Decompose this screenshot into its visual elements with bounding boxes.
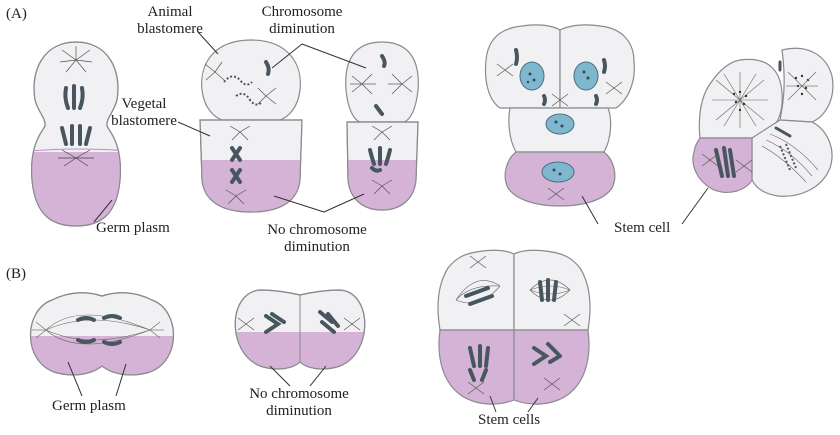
label-vegetal-blastomere: Vegetal blastomere <box>104 96 184 130</box>
label-line: diminution <box>266 403 332 419</box>
leader-lines <box>67 31 709 413</box>
label-line: diminution <box>269 21 335 37</box>
chromosomes <box>60 84 92 146</box>
label-line: No chromosome <box>249 386 349 402</box>
embryo-a3 <box>345 41 419 211</box>
label-line: Chromosome <box>261 4 343 20</box>
label-line: blastomere <box>111 113 177 129</box>
embryo-b2 <box>234 289 366 370</box>
panel-label-b: (B) <box>6 266 26 282</box>
label-line: Vegetal <box>121 96 167 112</box>
label-no-chromosome-diminution-a: No chromosome diminution <box>262 222 372 256</box>
label-line: No chromosome <box>267 222 367 238</box>
embryo-a2 <box>199 39 303 213</box>
embryo-b3 <box>437 249 591 405</box>
label-germ-plasm-a: Germ plasm <box>96 220 170 236</box>
label-line: blastomere <box>137 21 203 37</box>
aster-bottom <box>58 149 94 167</box>
embryo-b1 <box>30 292 174 376</box>
label-line: Animal <box>147 4 193 20</box>
germ-plasm-region <box>31 152 121 226</box>
nucleus <box>519 61 599 183</box>
label-stem-cells: Stem cells <box>478 412 541 428</box>
label-stem-cell: Stem cell <box>614 220 671 236</box>
spindle <box>761 133 819 183</box>
label-animal-blastomere: Animal blastomere <box>130 4 210 38</box>
embryo-a5 <box>692 47 834 197</box>
label-no-chromosome-diminution-b: No chromosome diminution <box>244 386 354 420</box>
aster-top <box>59 46 93 73</box>
label-germ-plasm-b: Germ plasm <box>52 398 126 414</box>
label-line: diminution <box>284 239 350 255</box>
panel-label-a: (A) <box>6 6 27 22</box>
embryo-a1 <box>30 41 122 227</box>
germ-plasm-region <box>200 160 302 212</box>
label-chromosome-diminution: Chromosome diminution <box>252 4 352 38</box>
embryo-a4 <box>484 24 635 207</box>
